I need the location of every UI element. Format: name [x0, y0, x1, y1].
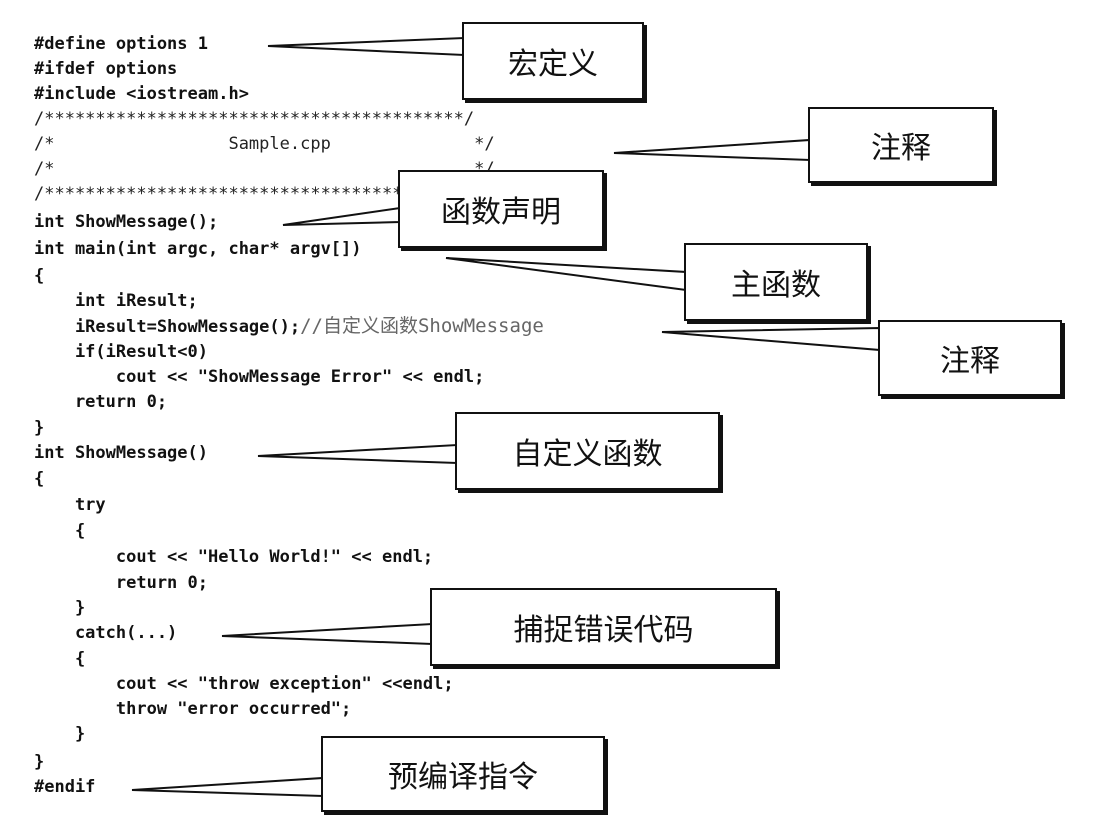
code-line-cout-hello: cout << "Hello World!" << endl; [34, 547, 434, 567]
code-line-brace-close: } [34, 418, 45, 438]
code-line-if: if(iResult<0) [34, 342, 208, 362]
code-line-define: #define options 1 [34, 34, 208, 54]
code-line-catch-close: } [34, 724, 86, 744]
code-line-declaration: int ShowMessage(); [34, 212, 219, 232]
code-line-brace-open: { [34, 266, 45, 286]
code-line-brace-close-2: } [34, 752, 45, 772]
code-line-cout-exception: cout << "throw exception" <<endl; [34, 674, 454, 694]
code-line-include: #include <iostream.h> [34, 84, 249, 104]
label-catch-error-text: 捕捉错误代码 [513, 613, 694, 648]
label-preprocessor-directive: 预编译指令 [321, 736, 605, 812]
code-line-int-result: int iResult; [34, 291, 198, 311]
code-call-text: iResult=ShowMessage(); [34, 317, 301, 337]
pointer-custom-function [257, 443, 458, 465]
label-comment-inline: 注释 [878, 320, 1062, 396]
code-line-cout-error: cout << "ShowMessage Error" << endl; [34, 367, 485, 387]
code-line-try-close: } [34, 598, 86, 618]
pointer-function-declaration [282, 206, 401, 226]
pointer-macro-definition [267, 36, 465, 57]
code-line-comment-border-bottom: /***************************************… [34, 184, 475, 204]
label-function-declaration-text: 函数声明 [441, 195, 561, 230]
code-line-catch-open: { [34, 649, 86, 669]
label-custom-function: 自定义函数 [455, 412, 720, 490]
label-main-function: 主函数 [684, 243, 868, 321]
label-comment-block: 注释 [808, 107, 994, 183]
code-line-return-2: return 0; [34, 573, 208, 593]
code-line-try: try [34, 495, 106, 515]
label-custom-function-text: 自定义函数 [512, 437, 663, 472]
pointer-comment-block [613, 138, 811, 162]
pointer-catch-error [221, 622, 433, 646]
code-line-catch: catch(...) [34, 623, 178, 643]
code-line-call: iResult=ShowMessage();//自定义函数ShowMessage [34, 314, 544, 339]
label-catch-error: 捕捉错误代码 [430, 588, 777, 666]
pointer-comment-inline [661, 326, 881, 352]
label-function-declaration: 函数声明 [398, 170, 604, 248]
label-comment-block-text: 注释 [871, 131, 931, 166]
code-line-endif: #endif [34, 777, 96, 797]
inline-comment: //自定义函数ShowMessage [300, 315, 544, 337]
code-line-definition: int ShowMessage() [34, 443, 208, 463]
code-line-return: return 0; [34, 392, 168, 412]
code-line-main: int main(int argc, char* argv[]) [34, 239, 362, 259]
pointer-preprocessor-directive [131, 776, 324, 798]
pointer-main-function [445, 257, 687, 292]
code-line-try-open: { [34, 521, 86, 541]
code-line-comment-filename: /* Sample.cpp */ [34, 134, 495, 154]
code-line-brace-open-2: { [34, 469, 45, 489]
label-macro-definition-text: 宏定义 [508, 47, 598, 82]
code-line-ifdef: #ifdef options [34, 59, 178, 79]
code-line-comment-border-top: /***************************************… [34, 109, 475, 129]
label-comment-inline-text: 注释 [940, 344, 1000, 379]
label-macro-definition: 宏定义 [462, 22, 644, 100]
code-line-throw: throw "error occurred"; [34, 699, 352, 719]
label-main-function-text: 主函数 [731, 268, 821, 303]
label-preprocessor-directive-text: 预编译指令 [388, 760, 538, 795]
